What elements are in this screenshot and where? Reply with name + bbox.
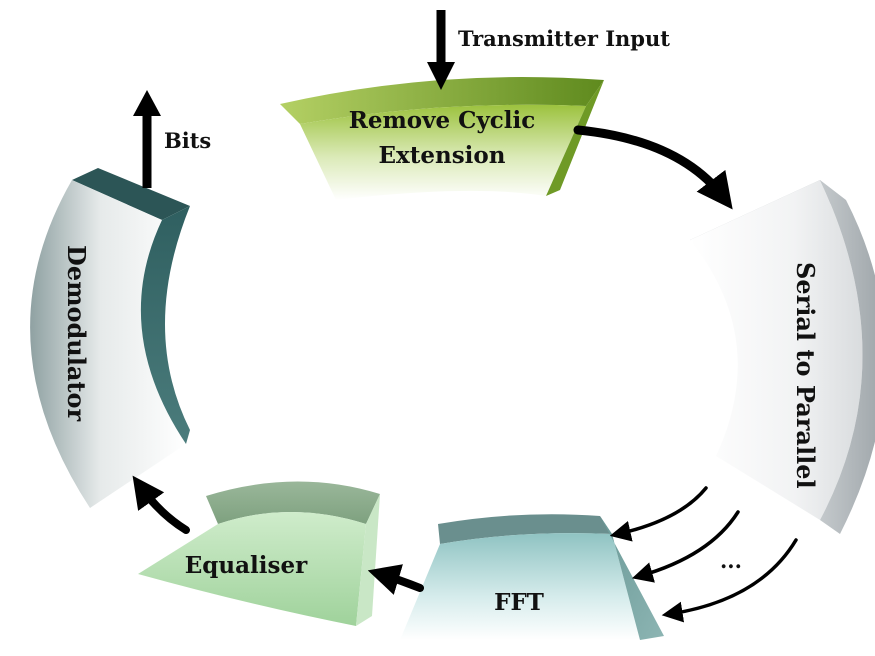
- arrow-remove-to-serial: [573, 125, 733, 210]
- remove-cyclic-label-line1: Remove Cyclic: [349, 107, 536, 134]
- serial-to-parallel-block: Serial to Parallel: [690, 180, 875, 534]
- remove-cyclic-top-face: [280, 77, 604, 124]
- equaliser-top-face: [206, 481, 380, 524]
- arrow-equaliser-to-demodulator: [132, 475, 190, 534]
- remove-cyclic-extension-block: Remove Cyclic Extension: [280, 77, 604, 200]
- fft-label: FFT: [494, 589, 544, 616]
- demodulator-label: Demodulator: [62, 245, 91, 421]
- bits-label: Bits: [164, 128, 211, 153]
- transmitter-input-arrow: [427, 10, 455, 90]
- remove-cyclic-side-face: [546, 80, 604, 196]
- remove-cyclic-front-face: [300, 104, 586, 200]
- equaliser-block: Equaliser: [138, 481, 380, 626]
- demodulator-front-face: [30, 180, 187, 508]
- arrow-fft-to-equaliser: [367, 564, 424, 595]
- equaliser-side-face: [356, 494, 380, 626]
- equaliser-label: Equaliser: [185, 552, 308, 579]
- arrow-serial-to-fft-1: [609, 486, 708, 542]
- remove-cyclic-label-line2: Extension: [379, 142, 506, 169]
- fft-top-face: [438, 514, 612, 544]
- fft-front-face: [400, 533, 640, 640]
- demodulator-top-face: [72, 168, 190, 220]
- ellipsis-label: ...: [720, 548, 742, 573]
- arrow-serial-to-fft-2: [631, 510, 740, 583]
- arrow-serial-to-fft-3: [661, 538, 798, 623]
- transmitter-input-label: Transmitter Input: [458, 26, 670, 51]
- demodulator-block: Demodulator: [30, 168, 190, 508]
- serial-parallel-front-face: [690, 180, 863, 520]
- serial-parallel-label: Serial to Parallel: [791, 262, 820, 489]
- bits-output-arrow: [133, 90, 161, 188]
- serial-parallel-outer-face: [820, 180, 875, 534]
- demodulator-inner-face: [140, 206, 190, 444]
- equaliser-front-face: [138, 512, 366, 626]
